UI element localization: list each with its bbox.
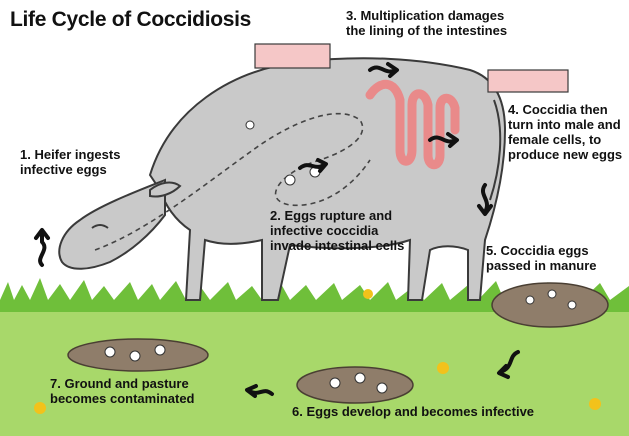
- intestinal-lining-top: [255, 44, 330, 68]
- step-4-line-3: female cells, to: [508, 132, 622, 147]
- arrow-up-icon: [36, 230, 48, 265]
- step-4-line-2: turn into male and: [508, 117, 622, 132]
- step-2-label: 2. Eggs rupture and infective coccidia i…: [270, 208, 404, 253]
- step-6-line-1: 6. Eggs develop and becomes infective: [292, 404, 534, 419]
- manure-pile-step6: [297, 367, 413, 403]
- step-5-line-2: passed in manure: [486, 258, 597, 273]
- egg: [526, 296, 534, 304]
- step-5-line-1: 5. Coccidia eggs: [486, 243, 597, 258]
- egg: [548, 290, 556, 298]
- flower: [437, 362, 449, 374]
- intestinal-lining-right: [488, 70, 568, 92]
- step-7-line-2: becomes contaminated: [50, 391, 195, 406]
- step-7-line-1: 7. Ground and pasture: [50, 376, 195, 391]
- heifer: [59, 58, 505, 300]
- step-4-line-4: produce new eggs: [508, 147, 622, 162]
- step-3-line-2: the lining of the intestines: [346, 23, 507, 38]
- step-2-line-2: infective coccidia: [270, 223, 404, 238]
- manure-pile-step5: [492, 283, 608, 327]
- diagram-title: Life Cycle of Coccidiosis: [10, 8, 251, 32]
- flower: [34, 402, 46, 414]
- egg: [330, 378, 340, 388]
- step-4-label: 4. Coccidia then turn into male and fema…: [508, 102, 622, 162]
- egg: [246, 121, 254, 129]
- step-5-label: 5. Coccidia eggs passed in manure: [486, 243, 597, 273]
- egg: [377, 383, 387, 393]
- step-2-line-3: invade intestinal cells: [270, 238, 404, 253]
- step-7-label: 7. Ground and pasture becomes contaminat…: [50, 376, 195, 406]
- step-2-line-1: 2. Eggs rupture and: [270, 208, 404, 223]
- egg: [130, 351, 140, 361]
- egg: [355, 373, 365, 383]
- flower: [589, 398, 601, 410]
- step-1-line-2: infective eggs: [20, 162, 120, 177]
- egg: [105, 347, 115, 357]
- step-4-line-1: 4. Coccidia then: [508, 102, 622, 117]
- egg: [155, 345, 165, 355]
- step-3-label: 3. Multiplication damages the lining of …: [346, 8, 507, 38]
- step-1-label: 1. Heifer ingests infective eggs: [20, 147, 120, 177]
- flower: [363, 289, 373, 299]
- egg: [285, 175, 295, 185]
- step-3-line-1: 3. Multiplication damages: [346, 8, 507, 23]
- cow-body: [150, 58, 505, 300]
- step-1-line-1: 1. Heifer ingests: [20, 147, 120, 162]
- step-6-label: 6. Eggs develop and becomes infective: [292, 404, 534, 419]
- egg: [568, 301, 576, 309]
